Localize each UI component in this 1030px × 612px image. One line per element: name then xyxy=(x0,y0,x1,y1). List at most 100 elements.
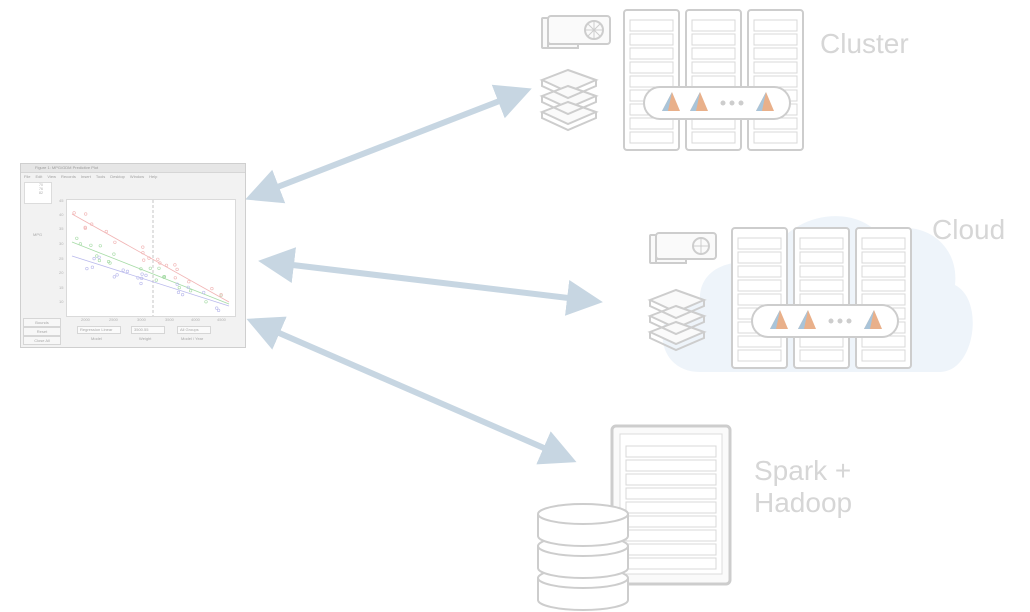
scatter-points xyxy=(72,211,223,312)
y-tick-label: 40 xyxy=(59,212,64,217)
scatter-point xyxy=(90,222,94,226)
scatter-point xyxy=(202,290,206,295)
rack-slot xyxy=(629,131,674,144)
scatter-point xyxy=(140,272,144,276)
scatter-point xyxy=(125,269,130,273)
rack-slot xyxy=(861,349,906,362)
menu-item[interactable]: Help xyxy=(149,174,158,179)
processor-stack-icon xyxy=(647,288,707,352)
figure-window-title: Figure 1: MPG/GDM Predictive Plot xyxy=(21,164,245,173)
scatter-point xyxy=(72,211,76,215)
rack-slot xyxy=(799,349,844,362)
scatter-point xyxy=(148,266,152,270)
rack-slot xyxy=(737,251,782,264)
close-all-button[interactable]: Close All xyxy=(23,336,61,345)
scatter-point xyxy=(78,242,82,246)
scatter-point xyxy=(162,275,166,279)
weight-dropdown[interactable]: 3500.55 xyxy=(131,326,165,334)
rack-slot xyxy=(861,251,906,264)
rack-slot xyxy=(629,19,674,32)
scatter-point xyxy=(115,273,119,277)
x-tick-label: 2500 xyxy=(109,317,118,322)
y-tick-label: 35 xyxy=(59,226,64,231)
rack-slot xyxy=(753,61,798,74)
menu-item[interactable]: Records xyxy=(60,174,76,179)
scatter-point xyxy=(173,276,177,280)
scatter-point xyxy=(95,254,99,258)
gpu-card-icon xyxy=(541,15,611,49)
rack-slot xyxy=(691,33,736,46)
menu-item[interactable]: Insert xyxy=(80,174,91,179)
rack-slot xyxy=(625,459,717,472)
scatter-point xyxy=(154,278,158,282)
cloud-label: Cloud xyxy=(932,214,1006,245)
scatter-point xyxy=(139,267,143,271)
y-tick-label: 20 xyxy=(59,270,64,275)
scatter-point xyxy=(188,289,193,293)
group-dropdown[interactable]: All Groups xyxy=(177,326,211,334)
rack-slot xyxy=(737,265,782,278)
scatter-point xyxy=(97,258,102,263)
scatter-point xyxy=(106,259,111,264)
menu-item[interactable]: Desktop xyxy=(110,174,125,179)
database-cylinders-icon xyxy=(537,503,629,611)
arrow-to-spark-hadoop xyxy=(246,316,577,465)
menu-item[interactable]: Tools xyxy=(95,174,106,179)
rack-slot xyxy=(737,349,782,362)
scatter-point xyxy=(187,280,191,284)
menu-item[interactable]: View xyxy=(47,174,56,179)
rack-slot xyxy=(625,487,717,500)
rack-slot xyxy=(737,293,782,306)
y-tick-label: 15 xyxy=(59,285,64,290)
menu-item[interactable]: File xyxy=(24,174,31,179)
cloud-rack-slots xyxy=(737,237,906,362)
scatter-point xyxy=(164,263,169,267)
model-dropdown[interactable]: Regression Linear xyxy=(77,326,121,334)
scatter-point xyxy=(157,266,161,270)
scatter-point xyxy=(97,255,101,259)
reset-button[interactable]: Reset xyxy=(23,327,61,336)
rack-slot xyxy=(799,237,844,250)
rack-slot xyxy=(625,445,717,458)
legend-entry: 76 xyxy=(39,187,43,191)
scatter-point xyxy=(210,286,214,291)
scatter-point xyxy=(142,258,146,262)
rack-slot xyxy=(799,279,844,292)
x-tick-label: 3500 xyxy=(165,317,174,322)
legend-entry: 70 xyxy=(39,183,43,187)
bounds-button[interactable]: Bounds xyxy=(23,318,61,327)
y-tick-label: 30 xyxy=(59,241,64,246)
scatter-point xyxy=(175,282,179,286)
fit-line-blue xyxy=(71,255,230,307)
rack-slot xyxy=(861,265,906,278)
matlab-workers-pill-icon xyxy=(751,304,899,338)
plot-legend: 70 76 82 xyxy=(24,182,52,204)
processor-stack-icon xyxy=(539,68,599,132)
menu-item[interactable]: Window xyxy=(129,174,145,179)
scatter-point xyxy=(219,293,223,297)
menu-item[interactable]: Edit xyxy=(35,174,43,179)
rack-slot xyxy=(737,335,782,348)
model-caption: Model xyxy=(91,336,102,341)
rack-slot xyxy=(753,47,798,60)
scatter-point xyxy=(98,244,102,248)
rack-slot xyxy=(629,47,674,60)
y-tick-label: 25 xyxy=(59,256,64,261)
rack-slot xyxy=(861,279,906,292)
y-tick-label: 10 xyxy=(59,299,64,304)
scatter-point xyxy=(136,276,140,280)
rack-slot xyxy=(629,33,674,46)
scatter-plot-svg xyxy=(71,200,230,316)
fit-line-green xyxy=(71,241,230,305)
matlab-workers-pill-icon xyxy=(643,86,791,120)
rack-slot xyxy=(691,19,736,32)
model-year-caption: Model / Year xyxy=(181,336,204,341)
scatter-point xyxy=(176,290,181,294)
scatter-point xyxy=(175,267,179,271)
rack-slot xyxy=(629,75,674,88)
scatter-point xyxy=(141,245,145,249)
cluster-label: Cluster xyxy=(820,28,909,59)
scatter-point xyxy=(186,285,190,289)
